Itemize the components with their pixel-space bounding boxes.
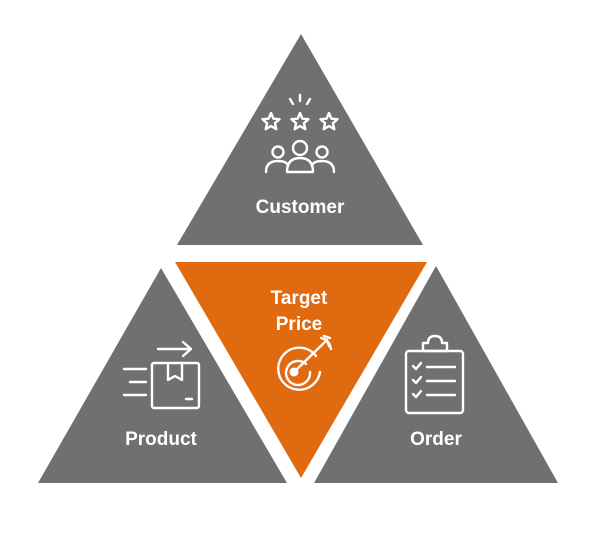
customer-label: Customer (256, 197, 345, 218)
customer-stars-icon (261, 93, 339, 174)
product-segment: Product (38, 268, 287, 483)
target-dart-icon (277, 334, 333, 391)
product-triangle (38, 268, 287, 483)
clipboard-checklist-icon (404, 334, 465, 415)
target-price-segment: Target Price (175, 262, 427, 478)
target-price-label-line1: Target (271, 288, 328, 309)
order-triangle (314, 266, 558, 483)
order-label: Order (410, 429, 462, 450)
customer-triangle (177, 34, 423, 245)
customer-segment: Customer (177, 34, 423, 245)
target-price-triangle (175, 262, 427, 478)
product-box-arrow-icon (122, 340, 201, 410)
target-price-label-line2: Price (276, 314, 322, 335)
product-label: Product (125, 429, 197, 450)
order-segment: Order (314, 266, 558, 483)
